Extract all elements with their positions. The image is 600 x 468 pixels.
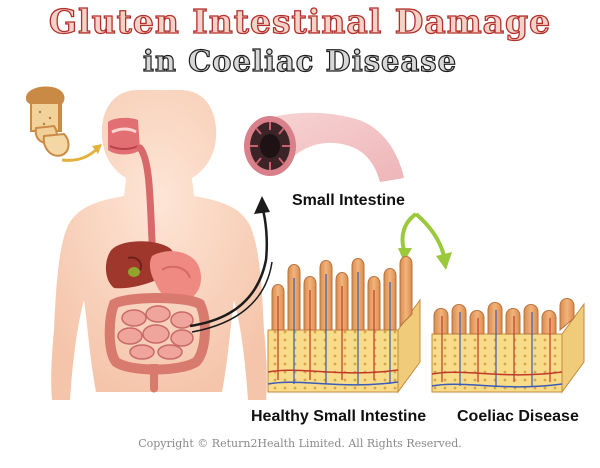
rectum [150, 364, 158, 393]
small-intestine-coils [117, 305, 194, 360]
coeliac-villi-diagram [431, 298, 585, 394]
label-small-intestine: Small Intestine [292, 192, 405, 209]
green-arrow-right-icon [414, 212, 446, 257]
mouth-icon [108, 117, 140, 155]
title-line-1: Gluten Intestinal Damage [48, 1, 552, 41]
pointer-arrow-icon [189, 205, 269, 328]
bread-icon [26, 86, 70, 157]
title-line-2: in Coeliac Disease [142, 43, 458, 78]
stomach [149, 251, 202, 302]
gallbladder [128, 267, 140, 277]
esophagus [136, 144, 156, 266]
large-intestine [104, 293, 210, 375]
copyright-notice: Copyright © Return2Health Limited. All R… [138, 437, 462, 450]
green-arrow-left-icon [400, 212, 418, 251]
label-coeliac-disease: Coeliac Disease [457, 408, 579, 425]
label-healthy-small-intestine: Healthy Small Intestine [251, 408, 427, 425]
intestine-tube [244, 112, 404, 182]
healthy-villi-diagram [267, 256, 421, 394]
